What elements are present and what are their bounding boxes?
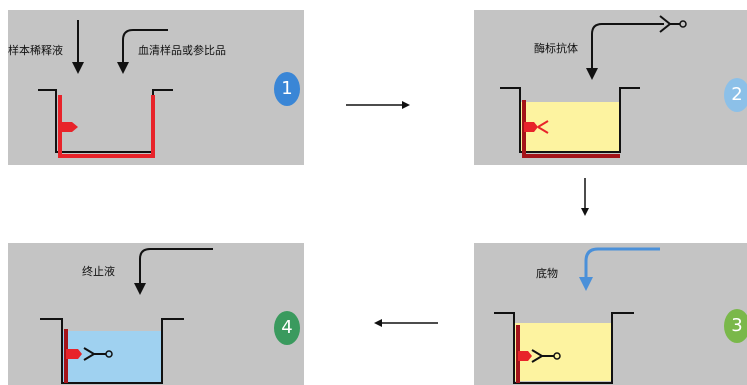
- step-2-badge: 2: [724, 78, 747, 112]
- step-1-badge: 1: [274, 72, 300, 106]
- step-1-drawing: [38, 20, 173, 158]
- step-1-label-a: 样本稀释液: [8, 44, 63, 57]
- step-4-panel: 终止液 4: [8, 243, 304, 385]
- stop-solution-arrowhead: [134, 283, 146, 295]
- flow-arrow-right: [346, 101, 410, 109]
- antibody-arrow: [591, 23, 664, 70]
- substrate-arrow: [584, 247, 660, 279]
- enzyme-antibody-symbol: [531, 349, 554, 363]
- capture-antigen: [518, 351, 532, 361]
- step-2-panel: 酶标抗体 2: [474, 10, 747, 165]
- step-1-label-b: 血清样品或参比品: [138, 44, 226, 57]
- enzyme-antibody-symbol: [83, 347, 106, 361]
- well-outline: [38, 89, 173, 153]
- diluent-arrowhead: [72, 62, 84, 74]
- capture-antigen: [60, 122, 78, 132]
- step-3-panel: 底物 3: [474, 243, 747, 385]
- sample-arrowhead: [117, 62, 129, 74]
- enzyme-antibody-symbol: [659, 15, 680, 33]
- sample-arrow: [122, 29, 168, 65]
- step-2-label: 酶标抗体: [534, 42, 578, 55]
- antibody-arrowhead: [586, 68, 598, 80]
- step-3-badge: 3: [724, 309, 747, 343]
- stop-solution-arrow: [139, 248, 213, 285]
- well-red-coating: [522, 100, 620, 158]
- step-4-label: 终止液: [82, 265, 115, 278]
- capture-antigen: [524, 122, 538, 132]
- flow-arrow-down: [581, 178, 589, 216]
- well-outline: [40, 318, 184, 384]
- step-1-panel: 样本稀释液 血清样品或参比品 1: [8, 10, 304, 165]
- step-4-drawing: [40, 248, 213, 384]
- capture-antigen: [66, 349, 82, 359]
- well-outline: [500, 87, 640, 153]
- step-3-label: 底物: [536, 267, 558, 280]
- substrate-arrowhead: [579, 277, 593, 291]
- step-2-drawing: [500, 15, 687, 158]
- well-fill-yellow: [514, 323, 612, 381]
- well-outline: [494, 312, 634, 384]
- step-4-badge: 4: [274, 311, 300, 345]
- flow-arrow-left: [374, 319, 438, 327]
- step-3-drawing: [494, 247, 660, 384]
